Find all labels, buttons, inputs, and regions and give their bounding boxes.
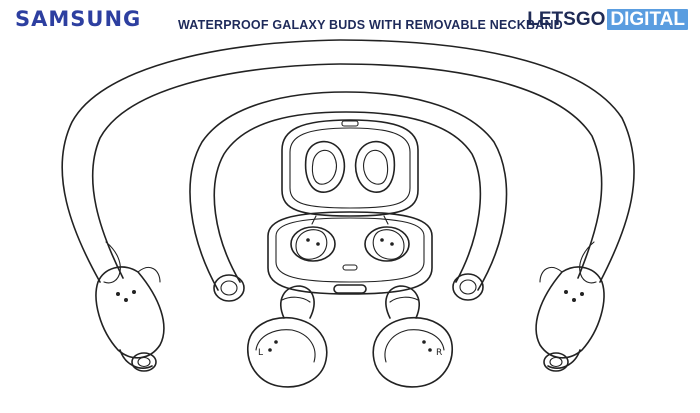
earbud-right-mark: R [436, 348, 442, 358]
charging-case [267, 119, 433, 295]
watermark-digital: DIGITAL [607, 9, 688, 30]
page-title: WATERPROOF GALAXY BUDS WITH REMOVABLE NE… [178, 18, 563, 32]
earbud-right: R [372, 285, 453, 388]
neckband-large [61, 39, 635, 284]
watermark-letsgo: LETSGO [527, 9, 606, 30]
neckband-earbud-left [95, 266, 165, 372]
earbud-left-mark: L [258, 348, 263, 358]
neckband-earbud-right [535, 266, 605, 372]
samsung-logo: SAMSUNG [15, 7, 142, 31]
earbud-left: L [247, 285, 328, 388]
neckband-small [189, 91, 508, 302]
